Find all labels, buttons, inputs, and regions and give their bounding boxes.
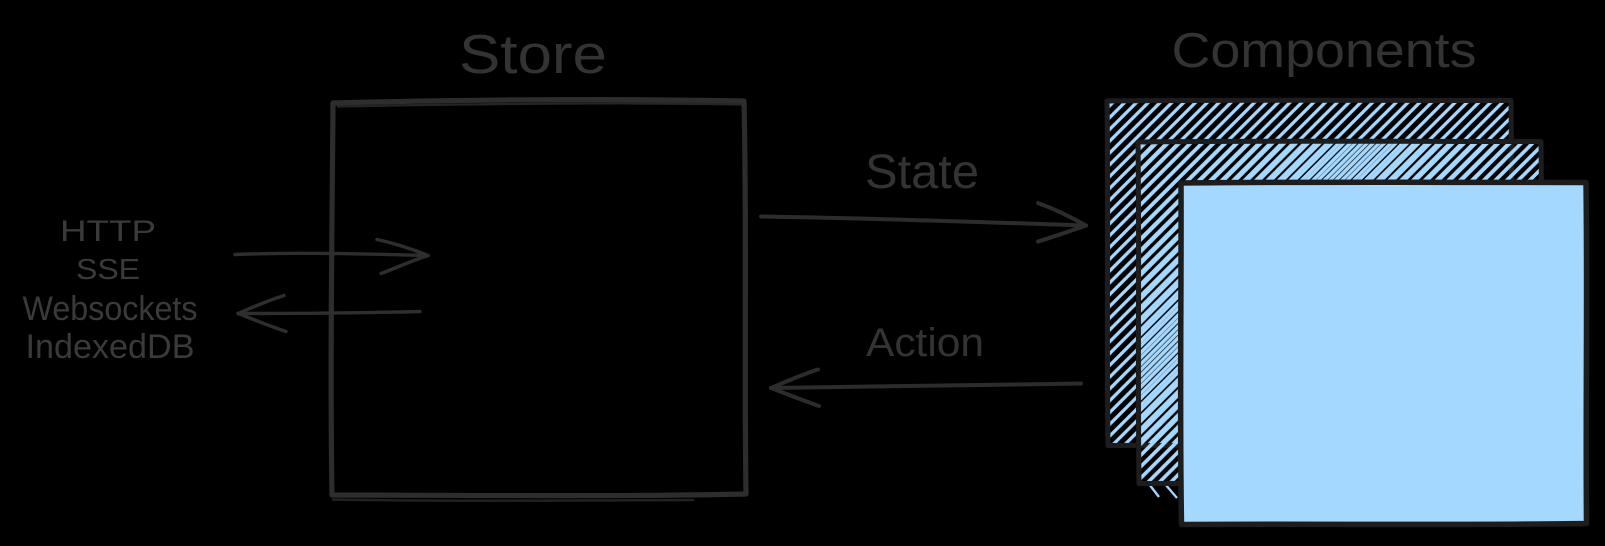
svg-text:Store: Store: [459, 23, 607, 85]
svg-text:HTTP: HTTP: [60, 215, 156, 248]
svg-text:IndexedDB: IndexedDB: [26, 328, 195, 366]
svg-text:SSE: SSE: [76, 254, 140, 286]
svg-text:Action: Action: [866, 321, 984, 365]
svg-text:Components: Components: [1172, 24, 1477, 78]
svg-text:Websockets: Websockets: [23, 290, 198, 328]
svg-text:State: State: [865, 146, 979, 199]
